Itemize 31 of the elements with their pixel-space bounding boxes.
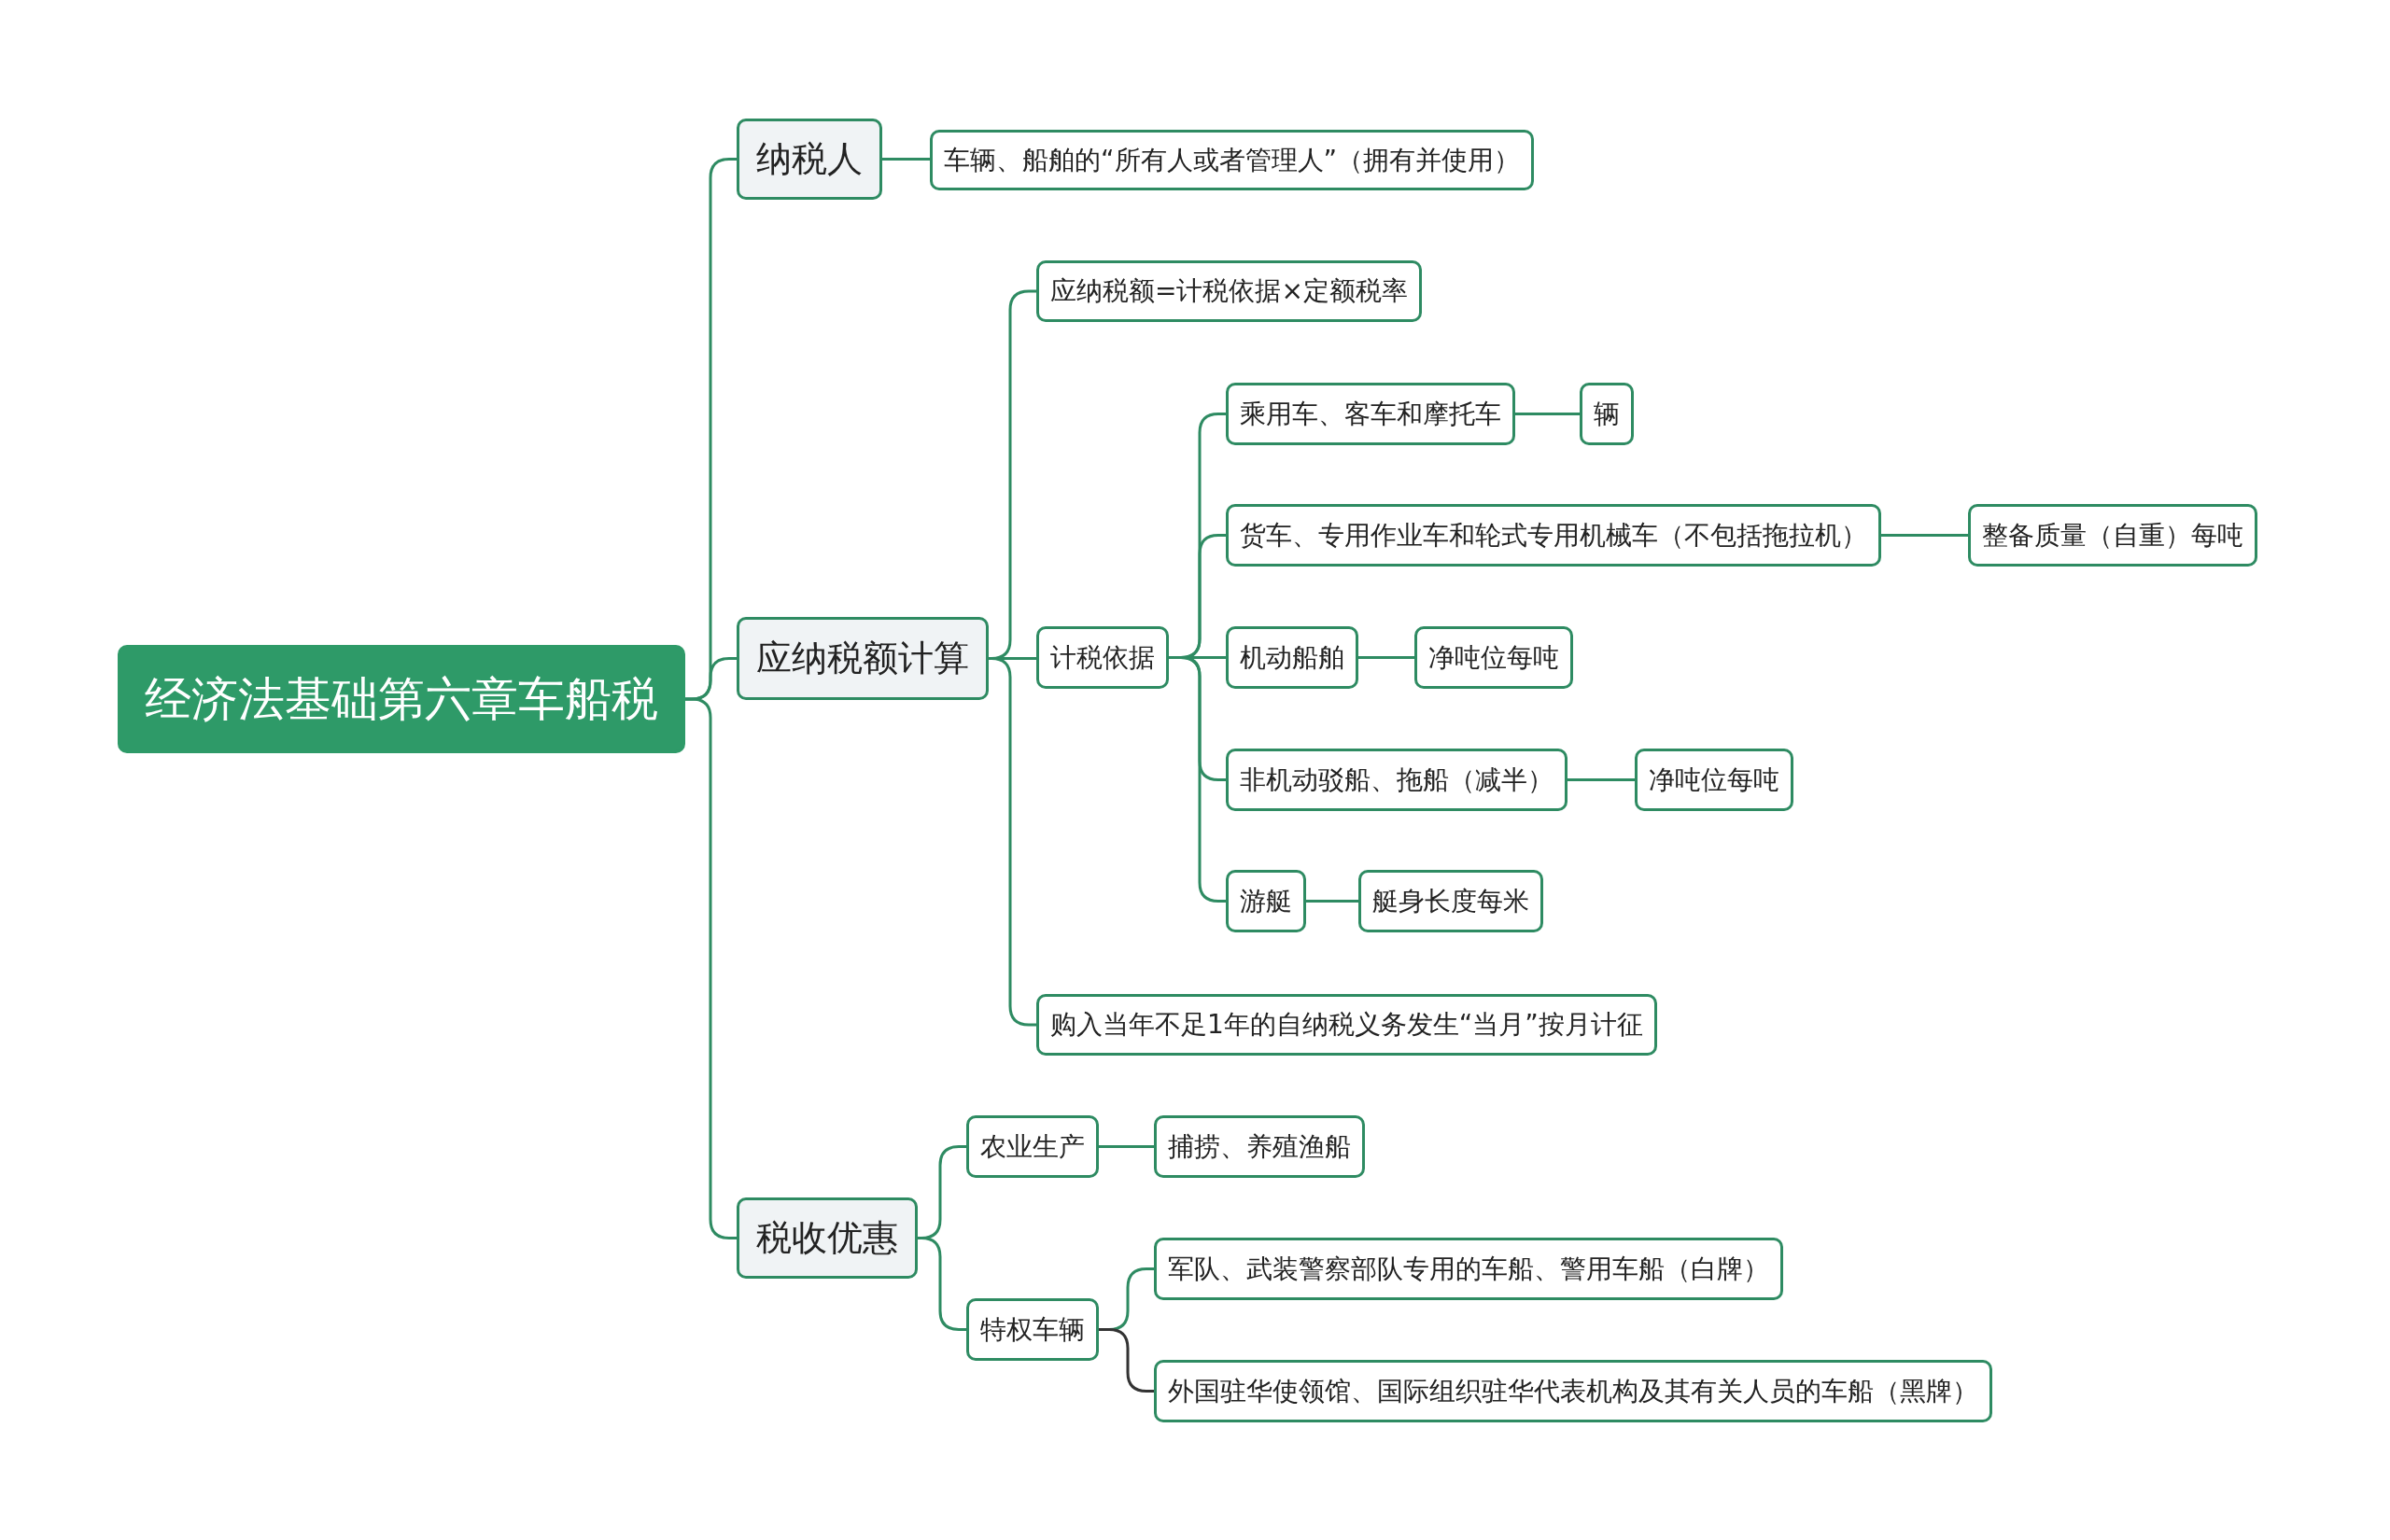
topic-box: 纳税人 <box>737 119 882 200</box>
connector-line <box>1515 413 1580 415</box>
topic-box: 艇身长度每米 <box>1358 870 1543 932</box>
topic-box: 货车、专用作业车和轮式专用机械车（不包括拖拉机） <box>1226 504 1881 567</box>
connector-line <box>1358 656 1414 659</box>
topic-box: 应纳税额=计税依据×定额税率 <box>1036 260 1422 322</box>
topic-box: 整备质量（自重）每吨 <box>1968 504 2257 567</box>
topic-box: 机动船舶 <box>1226 626 1358 689</box>
connector-line <box>1099 1145 1154 1148</box>
topic-box: 应纳税额计算 <box>737 617 989 700</box>
connector-line <box>1099 1328 1154 1393</box>
connector-line <box>882 158 930 161</box>
topic-box: 计税依据 <box>1036 626 1169 689</box>
topic-box: 农业生产 <box>966 1115 1099 1178</box>
topic-box: 乘用车、客车和摩托车 <box>1226 383 1515 445</box>
topic-box: 非机动驳船、拖船（减半） <box>1226 749 1568 811</box>
topic-box: 购入当年不足1年的自纳税义务发生“当月”按月计征 <box>1036 994 1657 1056</box>
connector-line <box>1568 778 1635 781</box>
topic-box: 税收优惠 <box>737 1197 918 1279</box>
topic-box: 军队、武装警察部队专用的车船、警用车船（白牌） <box>1154 1238 1783 1300</box>
topic-box: 特权车辆 <box>966 1298 1099 1361</box>
topic-box: 辆 <box>1580 383 1634 445</box>
topic-box: 净吨位每吨 <box>1414 626 1573 689</box>
topic-box: 车辆、船舶的“所有人或者管理人”（拥有并使用） <box>930 130 1534 190</box>
topic-box: 净吨位每吨 <box>1635 749 1793 811</box>
topic-box: 外国驻华使领馆、国际组织驻华代表机构及其有关人员的车船（黑牌） <box>1154 1360 1992 1422</box>
topic-box: 捕捞、养殖渔船 <box>1154 1115 1365 1178</box>
connector-line <box>1881 534 1968 537</box>
connector-line <box>1306 900 1358 903</box>
central-topic-box: 经济法基础第六章车船税 <box>118 645 685 753</box>
topic-box: 游艇 <box>1226 870 1306 932</box>
